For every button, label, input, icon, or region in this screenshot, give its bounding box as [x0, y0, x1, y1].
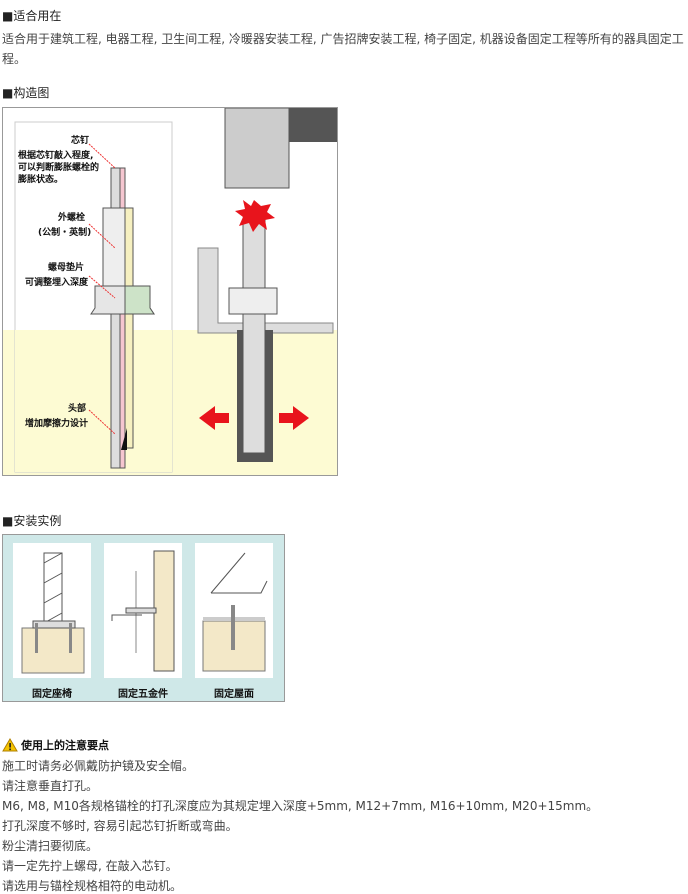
note-item: 请一定先拧上螺母, 在敲入芯钉。 [2, 859, 178, 873]
note-item: 打孔深度不够时, 容易引起芯钉折断或弯曲。 [2, 819, 238, 833]
install-heading: ■安装实例 [2, 514, 62, 528]
structure-heading: ■构造图 [2, 86, 50, 100]
note-item: 粉尘清扫要彻底。 [2, 839, 99, 853]
label-head: 头部 [68, 404, 87, 414]
label-core-pin-desc: 根据芯钉敲入程度, 可以判断膨胀螺栓的 膨胀状态。 [18, 151, 100, 185]
notes-header: 使用上的注意要点 [2, 737, 109, 753]
example-roof [195, 543, 273, 678]
label-outer-bolt-desc: (公制・英制) [38, 228, 92, 238]
caption-seat: 固定座椅 [32, 689, 72, 700]
notes-heading: 使用上的注意要点 [21, 739, 109, 752]
anchor-bolt-illustration [3, 107, 337, 475]
label-head-desc: 增加摩擦力设计 [25, 419, 89, 429]
label-outer-bolt: 外螺栓 [58, 213, 86, 223]
caption-hardware: 固定五金件 [118, 689, 168, 700]
example-hardware [104, 543, 182, 678]
caption-roof: 固定屋面 [214, 689, 254, 700]
structure-diagram: 芯钉 根据芯钉敲入程度, 可以判断膨胀螺栓的 膨胀状态。 外螺栓 (公制・英制)… [2, 107, 338, 476]
label-nut-washer: 螺母垫片 [48, 263, 85, 273]
label-nut-washer-desc: 可调整埋入深度 [25, 278, 89, 288]
note-item: M6, M8, M10各规格锚栓的打孔深度应为其规定埋入深度+5mm, M12+… [2, 799, 599, 813]
usage-text: 适合用于建筑工程, 电器工程, 卫生间工程, 冷暖器安装工程, 广告招牌安装工程… [2, 32, 684, 66]
note-item: 请注意垂直打孔。 [2, 779, 99, 793]
example-seat [13, 543, 91, 678]
warning-icon [2, 738, 18, 752]
note-item: 请选用与锚栓规格相符的电动机。 [2, 879, 183, 893]
label-core-pin: 芯钉 [71, 136, 90, 146]
usage-heading: ■适合用在 [2, 9, 62, 23]
install-examples: 固定座椅 固定五金件 固定屋面 [2, 534, 285, 702]
note-item: 施工时请务必佩戴防护镜及安全帽。 [2, 759, 195, 773]
